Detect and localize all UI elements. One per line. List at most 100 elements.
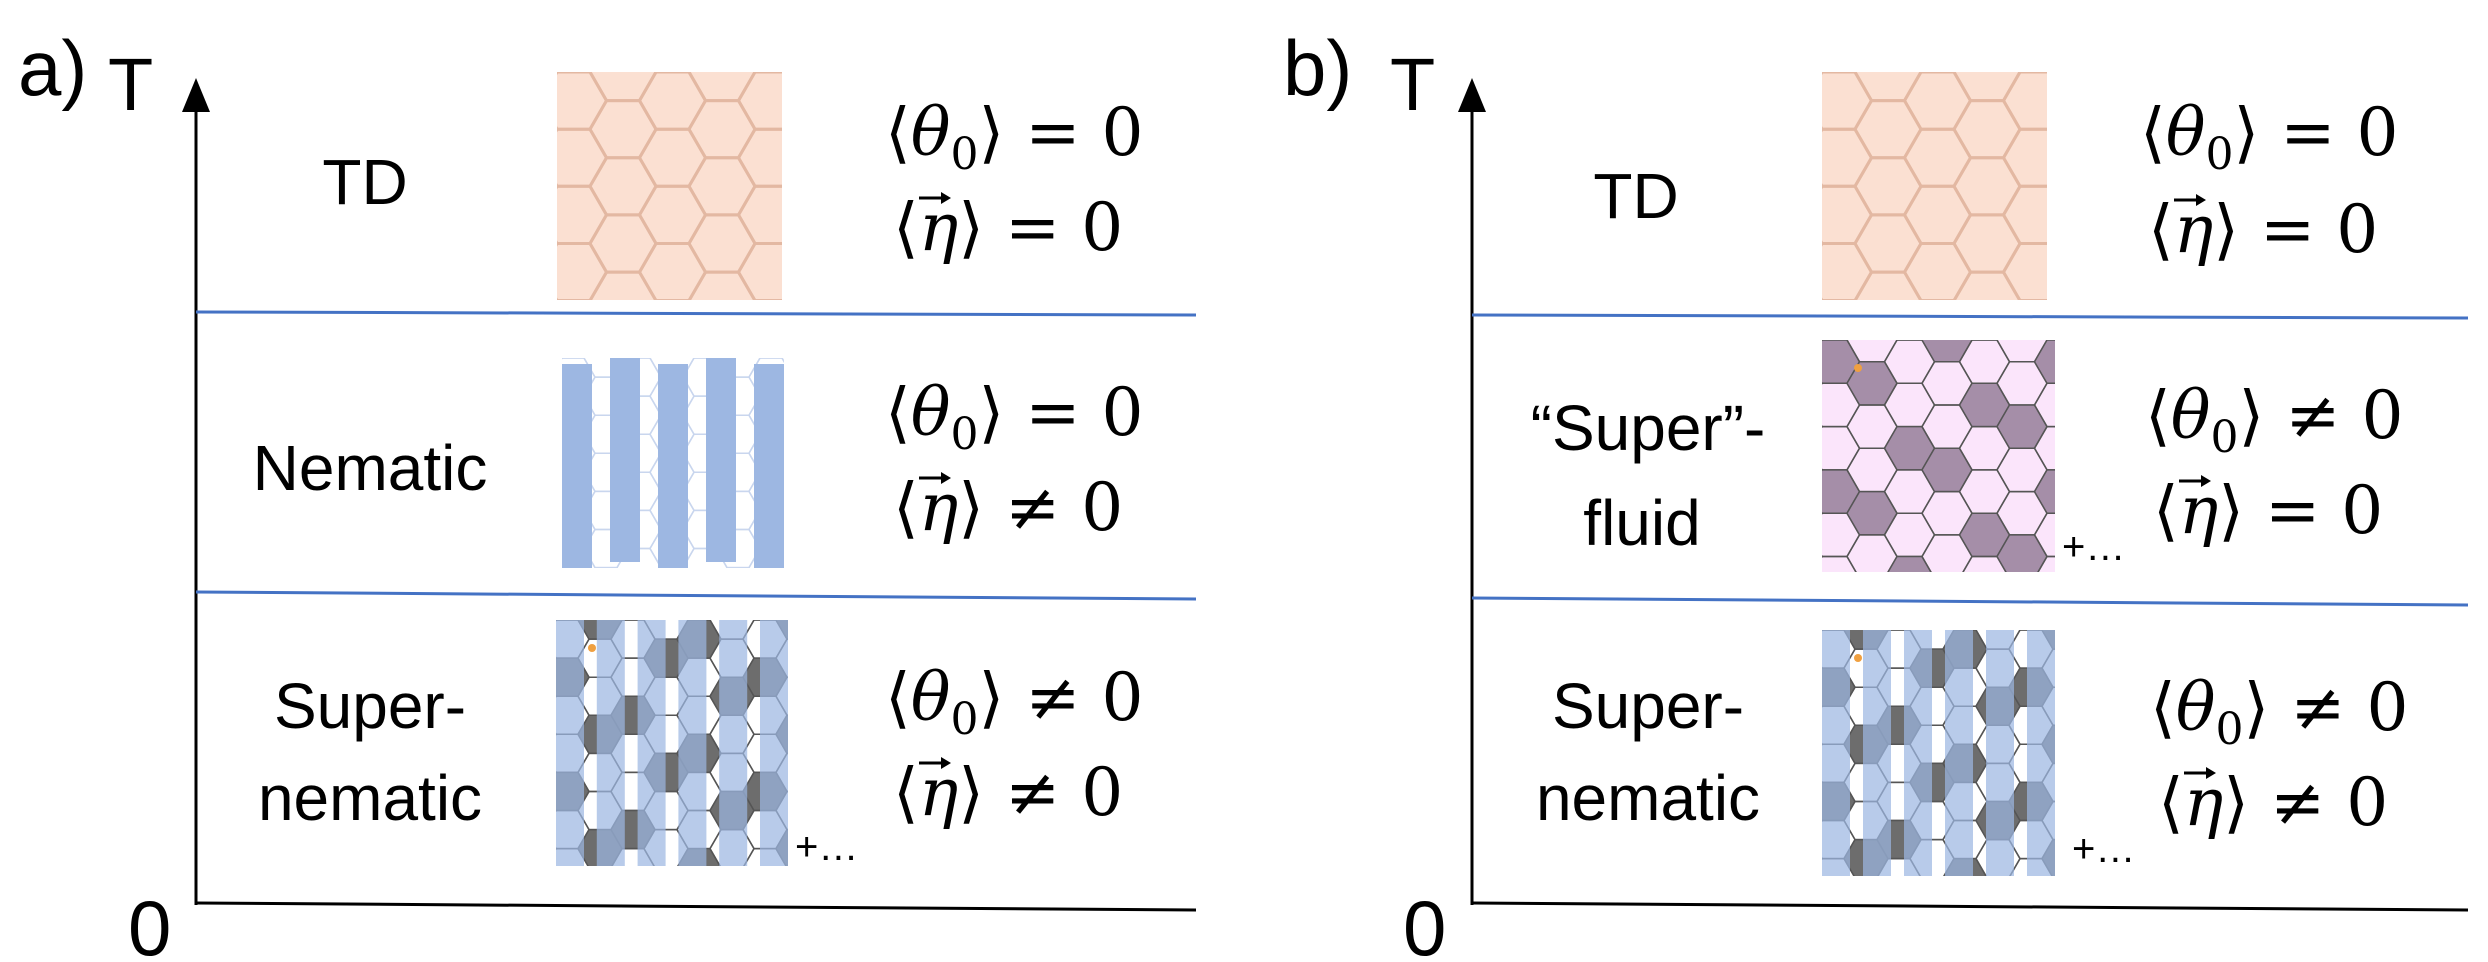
phase-boundary-upper	[195, 310, 1197, 317]
hexagon-cell	[776, 868, 820, 906]
hexagon-cell	[491, 0, 557, 43]
phase-name-supernematic-line2: nematic	[258, 762, 482, 834]
td-lattice-picture	[491, 0, 782, 300]
hexagon-cell	[654, 299, 691, 300]
hexagon-cell	[2001, 127, 2047, 188]
hexagon-cell	[1822, 126, 1824, 133]
hexagon-cell	[753, 620, 777, 621]
order-params-td: ⟨θ0⟩ = 0⟨η⟩ = 0	[885, 94, 1144, 266]
stripe	[1863, 630, 1891, 876]
hexagon-cell	[621, 620, 645, 621]
hexagon-cell	[556, 694, 557, 698]
hex-lattice	[1756, 0, 2047, 300]
hexagon-cell	[1778, 573, 1822, 611]
hexagon-cell	[584, 301, 628, 339]
hexagon-cell	[518, 568, 562, 606]
t-axis-arrowhead	[182, 78, 210, 112]
hexagon-cell	[1756, 0, 1822, 43]
stripe	[1986, 630, 2014, 876]
hexagon-cell	[693, 358, 717, 359]
vector-arrow-head	[941, 472, 951, 484]
hexagon-cell	[2033, 425, 2055, 471]
hexagon-cell	[753, 299, 782, 300]
hexagon-cell	[556, 847, 557, 851]
hexagon-cell	[556, 732, 557, 736]
order-params-supernematic: ⟨θ0⟩ ≠ 0⟨η⟩ ≠ 0	[885, 659, 1144, 831]
hexagon-cell	[781, 543, 784, 554]
phase-name-nematic: Nematic	[253, 432, 488, 504]
phase-boundary-lower	[195, 590, 1197, 601]
hexagon-cell	[781, 505, 784, 516]
hexagon-cell	[759, 358, 783, 359]
stripe	[1822, 630, 1850, 876]
hexagon-cell	[1822, 555, 1823, 559]
vector-arrow-head	[941, 192, 951, 204]
hexagon-cell	[617, 587, 661, 625]
hexagon-cell	[1896, 340, 1923, 341]
eta-order-parameter: ⟨η⟩ ≠ 0	[2158, 764, 2388, 841]
hexagon-cell	[2018, 72, 2047, 74]
hexagon-cell	[1855, 0, 1921, 43]
hexagon-cell	[562, 547, 563, 551]
hexagon-cell	[2033, 340, 2055, 385]
eta-order-parameter: ⟨η⟩ = 0	[2153, 472, 2383, 549]
phase-boundary-lower	[1471, 596, 2469, 607]
hexagon-cell	[1887, 630, 1911, 631]
hexagon-cell	[562, 358, 585, 359]
hexagon-cell	[1976, 878, 2020, 916]
hexagon-cell	[736, 184, 782, 245]
stripe	[556, 620, 584, 866]
nematic-stripe-picture	[518, 301, 784, 625]
hexagon-cell	[1953, 630, 1977, 631]
vector-arrow-head	[941, 757, 951, 769]
origin-label: 0	[128, 884, 171, 962]
hexagon-cell	[556, 656, 557, 660]
theta-order-parameter: ⟨θ0⟩ ≠ 0	[2145, 377, 2404, 463]
hexagon-cell	[557, 72, 559, 76]
hexagon-cell	[1772, 275, 1822, 318]
stripe	[2027, 630, 2055, 876]
order-params-supernematic: ⟨θ0⟩ ≠ 0⟨η⟩ ≠ 0	[2150, 669, 2409, 841]
hexagon-cell	[578, 868, 622, 906]
stripe	[1945, 630, 1973, 876]
order-params-superfluid: ⟨θ0⟩ ≠ 0 ⟨η⟩ = 0	[2145, 377, 2404, 549]
marker-dot	[1854, 654, 1862, 662]
hexagon-cell	[1822, 240, 1824, 247]
continuation-suffix: +…	[2072, 827, 2135, 871]
panel-a: a) T 0 TD Nematic Super- nematic +… ⟨θ0⟩…	[18, 0, 1197, 962]
hexagon-cell	[557, 299, 592, 300]
hexagon-cell	[2019, 630, 2043, 631]
hexagon-cell	[725, 566, 751, 568]
hexagon-cell	[781, 467, 784, 478]
hexagon-cell	[562, 508, 563, 512]
hexagon-cell	[556, 620, 579, 621]
hexagon-cell	[1822, 630, 1845, 631]
hexagon-cell	[1822, 742, 1823, 746]
vector-arrow-head	[2206, 767, 2216, 779]
hexagon-cell	[562, 470, 563, 474]
supernematic-picture	[512, 620, 820, 906]
hexagon-cell	[1910, 573, 1954, 611]
hexagon-cell	[2001, 72, 2047, 131]
hexagon-cell	[1778, 878, 1822, 916]
theta-order-parameter: ⟨θ0⟩ = 0	[2140, 94, 2399, 180]
hexagon-cell	[2033, 382, 2055, 428]
hexagon-cell	[518, 301, 562, 339]
hexagon-cell	[1822, 857, 1823, 861]
hexagon-cell	[1822, 819, 1823, 823]
hexagon-cell	[512, 868, 556, 906]
hexagon-cell	[1954, 0, 2020, 43]
eta-order-parameter: ⟨η⟩ = 0	[2148, 191, 2378, 268]
hexagon-cell	[1822, 72, 1857, 74]
hexagon-cell	[557, 297, 559, 300]
theta-order-parameter: ⟨θ0⟩ ≠ 0	[885, 659, 1144, 745]
hexagon-cell	[562, 358, 563, 360]
hexagon-cell	[562, 394, 563, 398]
hexagon-cell	[593, 566, 619, 568]
hexagon-cell	[627, 358, 651, 359]
x-axis	[1471, 901, 2469, 912]
continuation-suffix: +…	[2062, 525, 2125, 569]
hexagon-cell	[2001, 184, 2047, 245]
axis-label-t: T	[1390, 43, 1435, 126]
origin-label: 0	[1403, 884, 1446, 962]
